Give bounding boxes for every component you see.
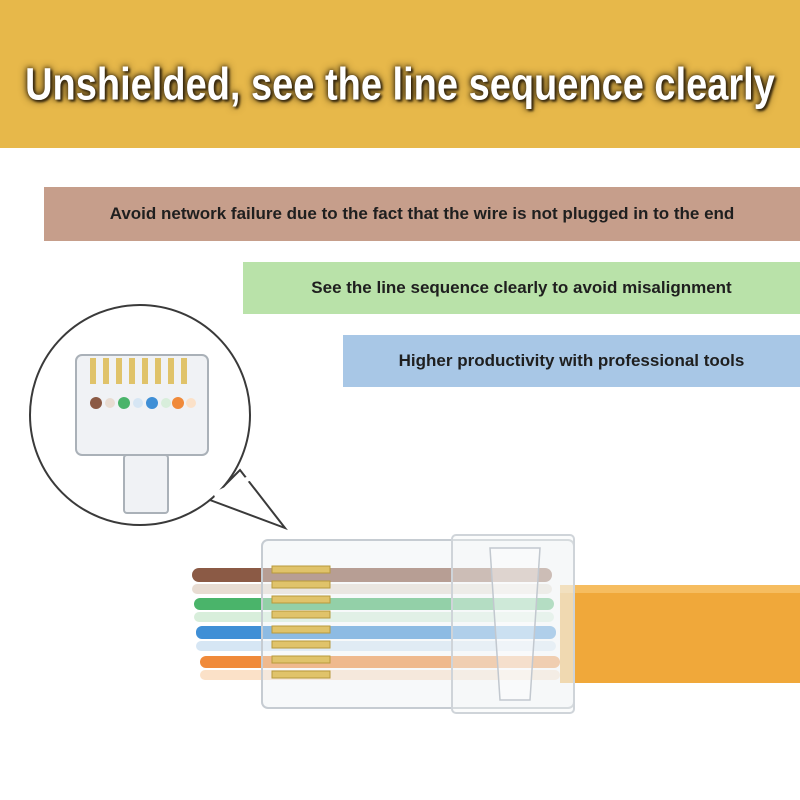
product-photo bbox=[29, 304, 800, 714]
rj45-connector bbox=[261, 534, 575, 714]
feature-text-1: Avoid network failure due to the fact th… bbox=[109, 204, 735, 223]
cable-jacket bbox=[560, 585, 800, 683]
feature-text-2: See the line sequence clearly to avoid m… bbox=[311, 278, 732, 297]
headline: Unshielded, see the line sequence clearl… bbox=[25, 59, 775, 111]
headline-banner bbox=[0, 0, 800, 148]
connector-closeup bbox=[29, 304, 288, 531]
feature-text-3: Higher productivity with professional to… bbox=[398, 351, 745, 370]
feature-bar-1: Avoid network failure due to the fact th… bbox=[44, 187, 800, 241]
feature-bar-3: Higher productivity with professional to… bbox=[343, 335, 800, 387]
feature-bar-2: See the line sequence clearly to avoid m… bbox=[243, 262, 800, 314]
